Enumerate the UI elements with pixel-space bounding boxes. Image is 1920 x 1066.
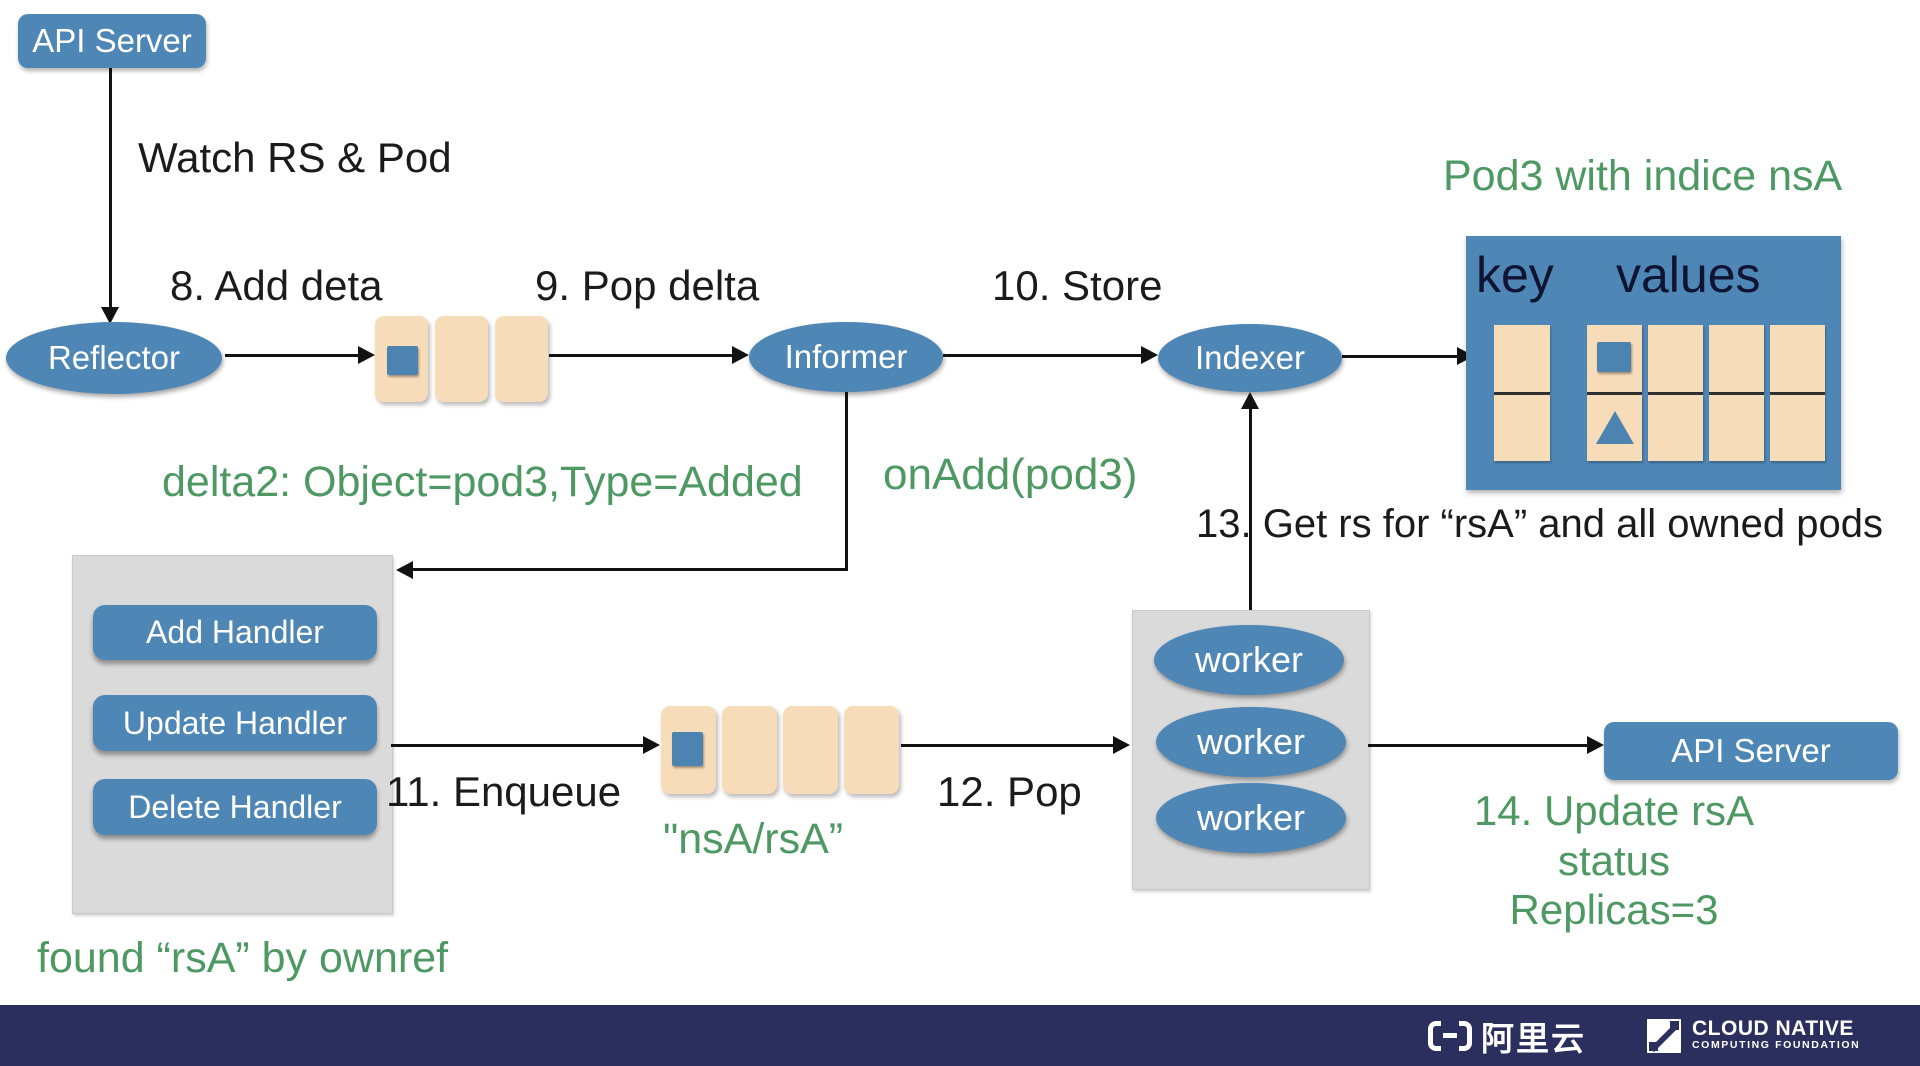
arrow-workers-to-apiserver-line (1368, 744, 1588, 747)
work-queue-slot-4 (844, 706, 899, 794)
step14-line2: Replicas=3 (1509, 886, 1719, 934)
work-queue-slot-2 (722, 706, 777, 794)
workqueue-key-label: "nsA/rsA” (663, 815, 844, 863)
work-queue-slot-1 (661, 706, 716, 794)
api-server-right-node: API Server (1604, 722, 1898, 780)
add-handler-label: Add Handler (146, 614, 324, 650)
pod-square-icon (1597, 342, 1631, 372)
reflector-label: Reflector (47, 339, 181, 376)
table-key-column (1494, 325, 1550, 461)
add-handler-node: Add Handler (93, 605, 377, 660)
step14-annotation: 14. Update rsA status Replicas=3 (1414, 786, 1814, 935)
worker-node-2: worker (1156, 707, 1346, 777)
delta2-annotation: delta2: Object=pod3,Type=Added (162, 458, 803, 506)
arrow-apiserver-to-reflector-head (101, 307, 119, 324)
step13-label: 13. Get rs for “rsA” and all owned pods (1196, 502, 1883, 546)
arrow-informer-to-indexer-head (1141, 346, 1158, 364)
table-row-divider (1494, 391, 1550, 395)
workitem-square-icon (672, 732, 703, 766)
arrow-informer-to-handlers-vline (845, 392, 848, 570)
api-server-right-label: API Server (1671, 732, 1831, 769)
arrow-workers-to-indexer-head (1241, 392, 1259, 409)
cncf-logo: CLOUD NATIVE COMPUTING FOUNDATION (1646, 1005, 1860, 1066)
arrow-informer-to-handlers-hline (412, 568, 848, 571)
table-row-divider (1587, 391, 1642, 395)
update-handler-node: Update Handler (93, 695, 377, 751)
table-values-column-4 (1770, 325, 1825, 461)
table-values-column-3 (1709, 325, 1764, 461)
worker-node-1: worker (1154, 625, 1344, 695)
value-cell-pod-square (1587, 325, 1642, 392)
arrow-handlers-to-workqueue-line (391, 744, 644, 747)
table-key-header: key (1476, 247, 1554, 303)
arrow-indexer-to-table-line (1342, 355, 1458, 358)
step11-label: 11. Enqueue (386, 768, 622, 815)
indexer-store-table: key values (1466, 236, 1841, 490)
found-rsa-annotation: found “rsA” by ownref (37, 934, 449, 982)
arrow-deltaqueue-to-informer-line (549, 354, 733, 357)
delta-queue-slot-1 (375, 316, 428, 402)
delete-handler-node: Delete Handler (93, 779, 377, 835)
arrow-informer-to-indexer-line (943, 354, 1142, 357)
value-cell-pod-triangle (1587, 394, 1642, 461)
pod3-indice-label: Pod3 with indice nsA (1443, 152, 1843, 200)
arrow-reflector-to-deltaqueue-head (358, 346, 375, 364)
step8-label: 8. Add deta (170, 262, 383, 309)
indexer-node: Indexer (1158, 324, 1342, 392)
step10-label: 10. Store (992, 262, 1163, 309)
arrow-workers-to-indexer-line (1249, 406, 1252, 610)
step14-line1: 14. Update rsA status (1473, 787, 1755, 884)
api-server-top-node: API Server (18, 14, 206, 68)
step12-label: 12. Pop (937, 768, 1082, 815)
alibaba-bracket-left-icon (1428, 1020, 1441, 1051)
cncf-wordmark-line2: COMPUTING FOUNDATION (1692, 1039, 1861, 1052)
worker-label-1: worker (1194, 639, 1304, 680)
pod-triangle-icon (1596, 410, 1634, 444)
informer-node: Informer (749, 322, 943, 392)
arrow-apiserver-to-reflector-line (109, 68, 112, 308)
table-values-column-1 (1587, 325, 1642, 461)
informer-label: Informer (784, 338, 908, 375)
work-queue-slot-3 (783, 706, 838, 794)
onadd-annotation: onAdd(pod3) (883, 450, 1138, 499)
footer-bar: 阿里云 CLOUD NATIVE COMPUTING FOUNDATION (0, 1005, 1920, 1066)
arrow-handlers-to-workqueue-head (643, 736, 660, 754)
arrow-workqueue-to-workers-line (901, 744, 1114, 747)
key-cell-row1 (1494, 325, 1550, 392)
table-values-header: values (1616, 247, 1761, 303)
worker-node-3: worker (1156, 783, 1346, 853)
key-cell-row2 (1494, 394, 1550, 461)
step9-label: 9. Pop delta (535, 262, 760, 309)
arrow-deltaqueue-to-informer-head (732, 346, 749, 364)
worker-label-2: worker (1196, 721, 1306, 762)
arrow-reflector-to-deltaqueue-line (225, 354, 359, 357)
pod3-delta-square-icon (387, 346, 418, 375)
reflector-node: Reflector (6, 322, 222, 394)
worker-label-3: worker (1196, 797, 1306, 838)
arrow-workqueue-to-workers-head (1113, 736, 1130, 754)
arrow-workers-to-apiserver-head (1587, 736, 1604, 754)
api-server-top-label: API Server (32, 22, 192, 59)
delta-queue-slot-3 (495, 316, 548, 402)
delta-queue-slot-2 (435, 316, 488, 402)
watch-rs-pod-label: Watch RS & Pod (138, 134, 452, 181)
arrow-informer-to-handlers-head (396, 561, 413, 579)
table-values-column-2 (1648, 325, 1703, 461)
update-handler-label: Update Handler (122, 704, 348, 741)
cncf-mark-icon (1646, 1018, 1682, 1054)
workers-panel: worker worker worker (1132, 610, 1370, 890)
cncf-wordmark-line1: CLOUD NATIVE (1692, 1017, 1854, 1041)
alibaba-cloud-wordmark: 阿里云 (1481, 1019, 1586, 1057)
alibaba-dash-icon (1443, 1033, 1457, 1038)
alibaba-bracket-right-icon (1459, 1020, 1472, 1051)
alibaba-cloud-logo: 阿里云 (1428, 1005, 1586, 1066)
handlers-panel: Add Handler Update Handler Delete Handle… (72, 555, 393, 914)
delete-handler-label: Delete Handler (128, 788, 342, 825)
indexer-label: Indexer (1194, 339, 1306, 376)
